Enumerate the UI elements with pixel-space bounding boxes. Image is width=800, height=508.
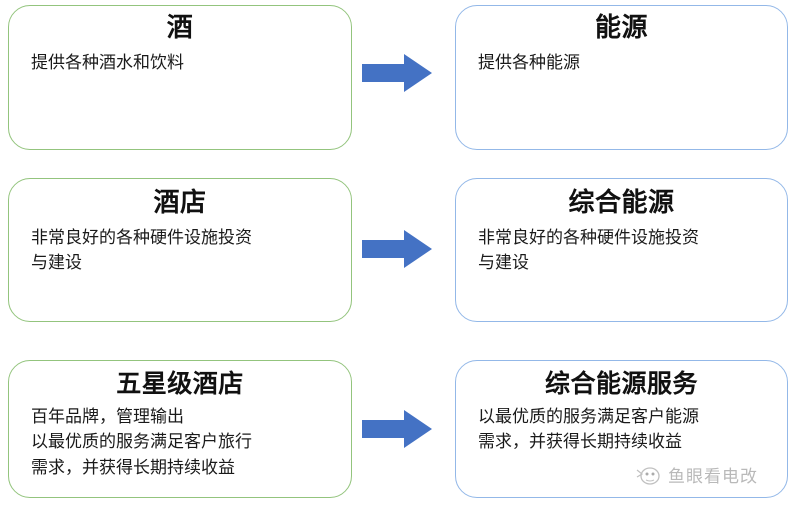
arrow-right-icon-row3 [362, 408, 432, 450]
arrow-right-icon-row2 [362, 228, 432, 270]
node-body: 非常良好的各种硬件设施投资 与建设 [478, 227, 699, 272]
node-body: 非常良好的各种硬件设施投资 与建设 [31, 227, 252, 272]
node-body: 提供各种能源 [478, 52, 580, 72]
node-title: 综合能源服务 [544, 370, 698, 398]
node-body: 提供各种酒水和饮料 [31, 52, 184, 72]
node-title: 五星级酒店 [116, 370, 244, 398]
node-title: 酒店 [153, 187, 207, 217]
node-title: 综合能源 [568, 187, 675, 217]
node-body: 百年品牌，管理输出 以最优质的服务满足客户旅行 需求，并获得长期持续收益 [31, 406, 252, 477]
node-row1-right[interactable]: 能源 提供各种能源 [455, 5, 788, 150]
node-body: 以最优质的服务满足客户能源 需求，并获得长期持续收益 [478, 406, 699, 452]
node-row3-right[interactable]: 综合能源服务 以最优质的服务满足客户能源 需求，并获得长期持续收益 [455, 360, 788, 498]
node-title: 能源 [594, 12, 648, 42]
node-row2-right[interactable]: 综合能源 非常良好的各种硬件设施投资 与建设 [455, 178, 788, 322]
node-row2-left[interactable]: 酒店 非常良好的各种硬件设施投资 与建设 [8, 178, 352, 322]
arrow-right-icon-row1 [362, 52, 432, 94]
node-row1-left[interactable]: 酒 提供各种酒水和饮料 [8, 5, 352, 150]
node-title: 酒 [166, 12, 194, 42]
node-row3-left[interactable]: 五星级酒店 百年品牌，管理输出 以最优质的服务满足客户旅行 需求，并获得长期持续… [8, 360, 352, 498]
